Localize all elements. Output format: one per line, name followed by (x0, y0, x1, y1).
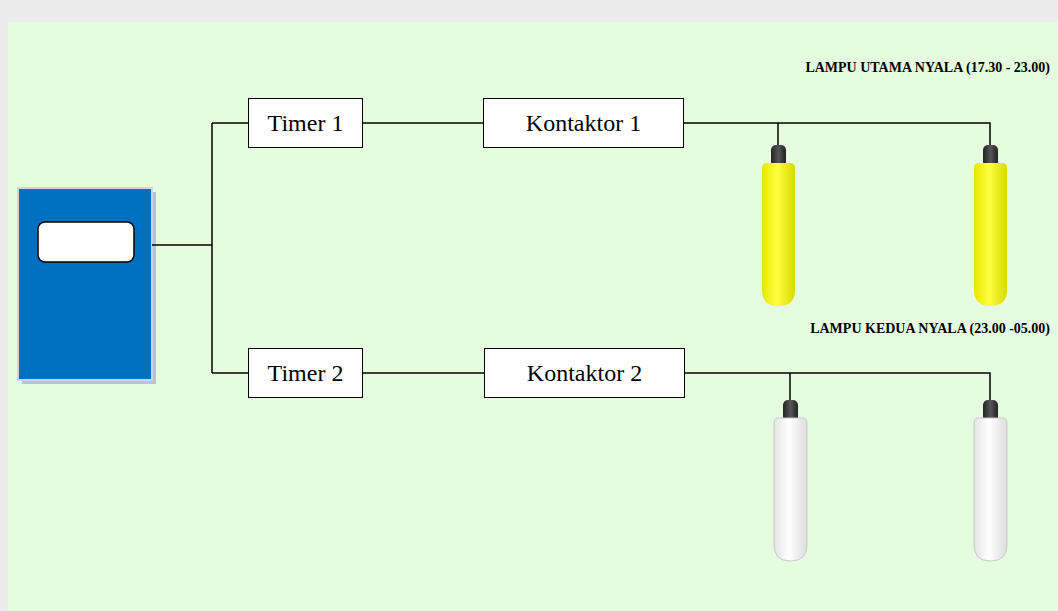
box-label: Timer 2 (268, 360, 344, 387)
lamp-yellow (974, 145, 1007, 306)
lamp-white (774, 400, 807, 561)
process-box: Timer 1 (248, 98, 363, 148)
box-label: Kontaktor 1 (526, 110, 641, 137)
lamp-caption: LAMPU KEDUA NYALA (23.00 -05.00) (810, 321, 1050, 337)
lamp-white (974, 400, 1007, 561)
connector (363, 372, 484, 374)
lamp-caption: LAMPU UTAMA NYALA (17.30 - 23.00) (805, 60, 1050, 76)
box-label: Kontaktor 2 (527, 360, 642, 387)
wire (152, 123, 990, 402)
process-box: Kontaktor 1 (483, 98, 684, 148)
background (8, 22, 1058, 611)
connector (363, 122, 483, 124)
panel-box (18, 188, 152, 380)
box-label: Timer 1 (268, 110, 344, 137)
lamp-yellow (762, 145, 795, 306)
process-box: Timer 2 (248, 348, 363, 398)
panel-display (38, 222, 134, 262)
process-box: Kontaktor 2 (484, 348, 685, 398)
